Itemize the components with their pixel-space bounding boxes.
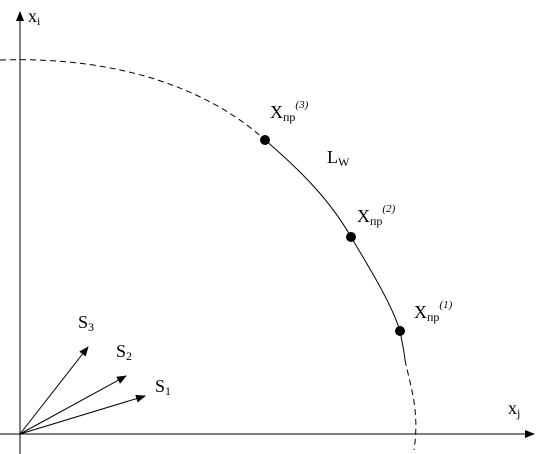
point-label-xpr-1: Xпр(1)	[414, 299, 453, 324]
point-label-xpr-2: Xпр(2)	[357, 203, 396, 228]
vector-s3	[19, 346, 89, 435]
curve-dashed-upper	[0, 59, 266, 141]
point-label-xpr-3: Xпр(3)	[270, 99, 309, 124]
vector-s1	[19, 394, 146, 435]
curve-dashed-lower	[404, 359, 417, 451]
vector-label-s3: S3	[78, 312, 94, 334]
point-xpr-2	[346, 232, 356, 242]
point-xpr-3	[260, 135, 270, 145]
curve-solid	[264, 139, 406, 361]
point-xpr-1	[395, 326, 405, 336]
y-axis-label: xi	[28, 6, 41, 28]
vector-s2	[19, 375, 127, 435]
vector-label-s2: S2	[116, 341, 132, 363]
x-axis-label: xj	[508, 398, 520, 420]
vector-label-s1: S1	[155, 376, 171, 398]
curve-label: LW	[327, 147, 350, 169]
